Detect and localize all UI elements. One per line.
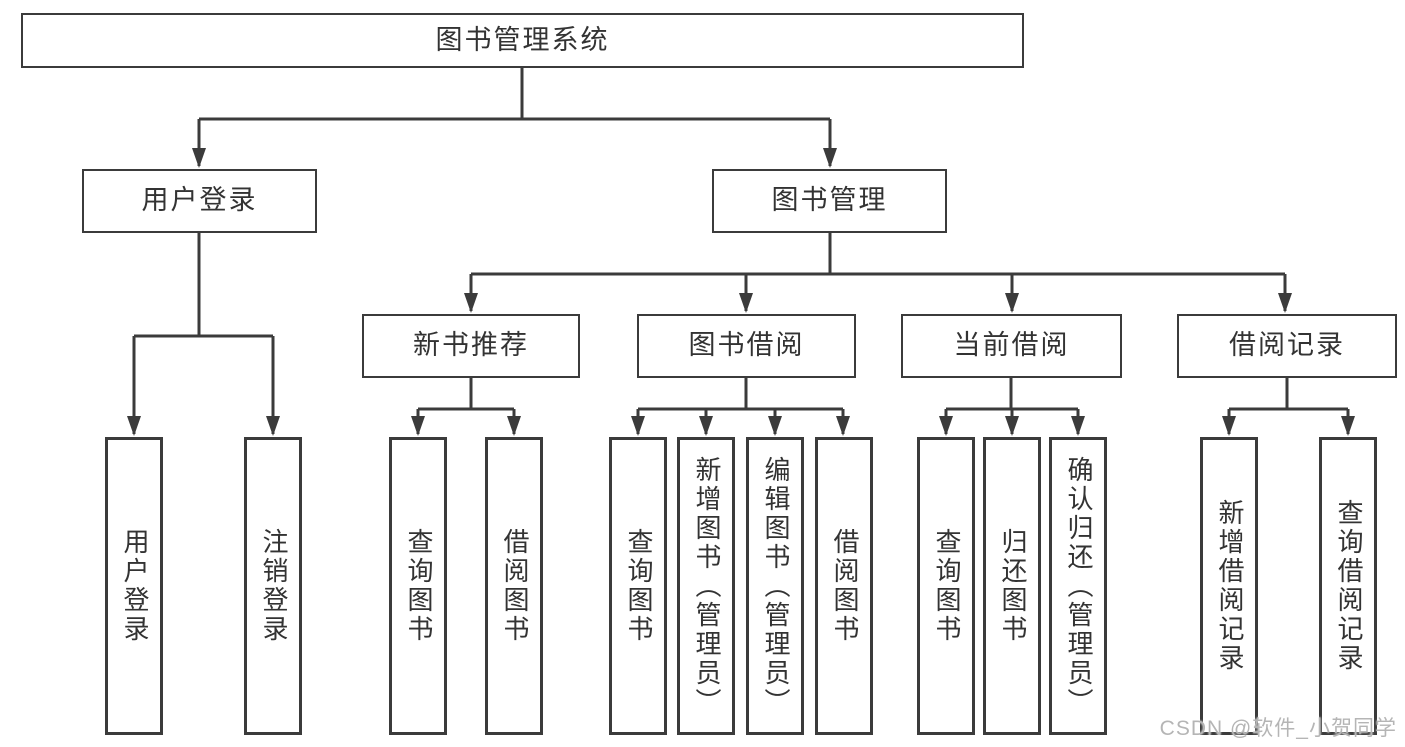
node-book-borrow: 图书借阅 [637, 314, 856, 378]
node-book-management: 图书管理 [712, 169, 947, 233]
leaf-bb-borrow-books: 借阅图书 [815, 437, 873, 735]
node-new-book-recommend: 新书推荐 [362, 314, 580, 378]
leaf-bb-query-books: 查询图书 [609, 437, 667, 735]
leaf-logout-login: 注销登录 [244, 437, 302, 735]
leaf-nb-borrow-books: 借阅图书 [485, 437, 543, 735]
leaf-br-query-record: 查询借阅记录 [1319, 437, 1377, 735]
leaf-nb-query-books: 查询图书 [389, 437, 447, 735]
leaf-user-login: 用户登录 [105, 437, 163, 735]
node-library-management-system: 图书管理系统 [21, 13, 1024, 68]
leaf-cb-return-books: 归还图书 [983, 437, 1041, 735]
node-borrow-records: 借阅记录 [1177, 314, 1397, 378]
node-current-borrow: 当前借阅 [901, 314, 1122, 378]
node-user-login: 用户登录 [82, 169, 317, 233]
leaf-bb-edit-books-admin: 编辑图书（管理员） [746, 437, 804, 735]
leaf-cb-confirm-return-admin: 确认归还（管理员） [1049, 437, 1107, 735]
leaf-cb-query-books: 查询图书 [917, 437, 975, 735]
csdn-watermark: CSDN @软件_小贺同学 [1159, 717, 1397, 740]
leaf-bb-add-books-admin: 新增图书（管理员） [677, 437, 735, 735]
leaf-br-add-record: 新增借阅记录 [1200, 437, 1258, 735]
